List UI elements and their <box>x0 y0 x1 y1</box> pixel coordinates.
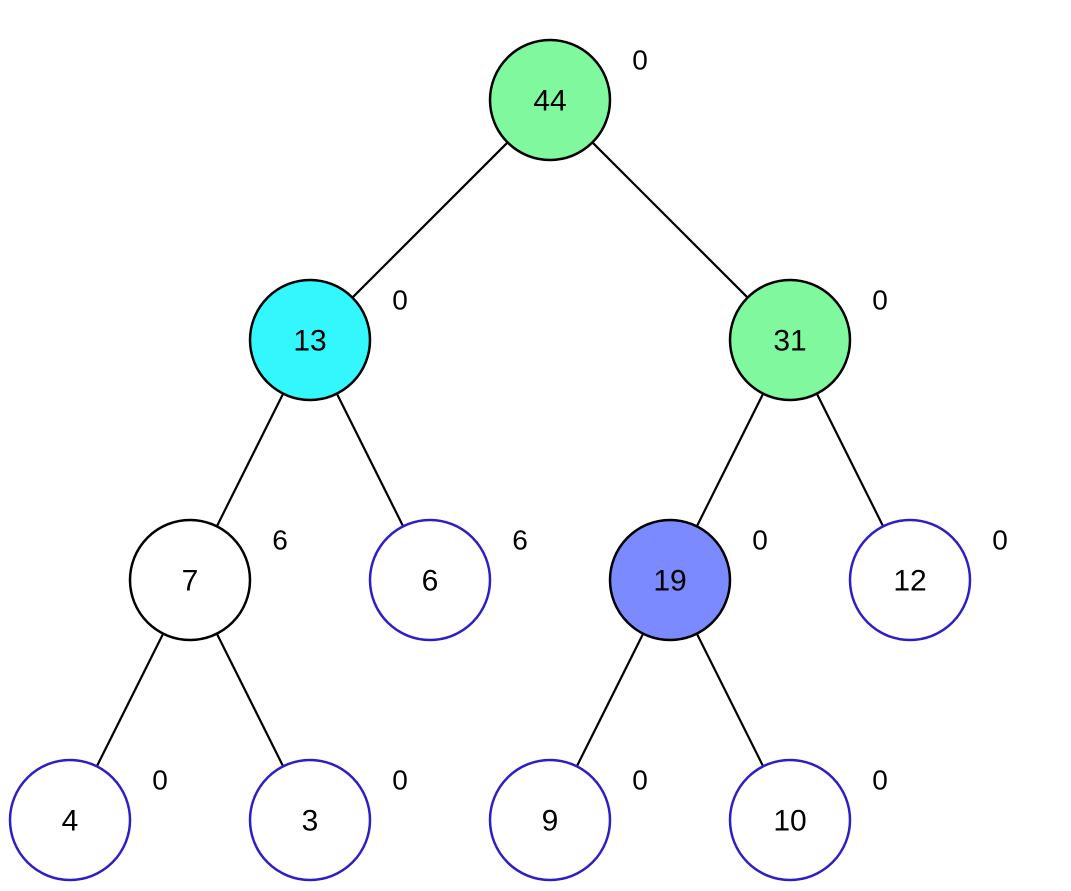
tree-node: 40 <box>8 758 168 882</box>
node-circle <box>608 518 732 642</box>
node-lazy-tag: 0 <box>752 525 768 556</box>
tree-node: 30 <box>248 758 408 882</box>
node-value: 3 <box>302 805 319 838</box>
node-lazy-tag: 0 <box>992 525 1008 556</box>
node-value: 6 <box>422 565 439 598</box>
tree-edge <box>351 141 509 299</box>
node-value: 31 <box>773 325 806 358</box>
node-circle <box>248 758 372 882</box>
node-lazy-tag: 0 <box>152 765 168 796</box>
node-value: 12 <box>893 565 926 598</box>
tree-node: 13 0 <box>248 278 408 402</box>
node-lazy-tag: 6 <box>512 525 528 556</box>
node-circle <box>128 518 252 642</box>
tree-node: 31 0 <box>728 278 888 402</box>
node-value: 9 <box>542 805 559 838</box>
node-value: 4 <box>62 805 79 838</box>
node-circle <box>728 758 852 882</box>
node-lazy-tag: 0 <box>632 765 648 796</box>
tree-node: 19 0 <box>608 518 768 642</box>
node-circle <box>848 518 972 642</box>
node-circle <box>728 278 852 402</box>
node-lazy-tag: 0 <box>872 285 888 316</box>
node-lazy-tag: 0 <box>392 765 408 796</box>
tree-edge <box>335 393 405 527</box>
node-value: 13 <box>293 325 326 358</box>
node-circle <box>8 758 132 882</box>
node-value: 7 <box>182 565 199 598</box>
tree-edge <box>815 393 885 527</box>
tree-node: 76 <box>128 518 288 642</box>
tree-node: 44 0 <box>488 38 648 162</box>
tree-node: 10 0 <box>728 758 888 882</box>
node-value: 44 <box>533 85 566 118</box>
tree-edges <box>95 141 885 767</box>
node-lazy-tag: 0 <box>632 45 648 76</box>
node-lazy-tag: 6 <box>272 525 288 556</box>
node-circle <box>488 38 612 162</box>
tree-edge <box>575 633 645 767</box>
node-circle <box>488 758 612 882</box>
tree-edge <box>215 633 285 767</box>
tree-node: 90 <box>488 758 648 882</box>
node-lazy-tag: 0 <box>872 765 888 796</box>
tree-node: 12 0 <box>848 518 1008 642</box>
tree-edge <box>695 393 765 527</box>
tree-node: 66 <box>368 518 528 642</box>
node-circle <box>368 518 492 642</box>
tree-edge <box>95 633 165 767</box>
node-lazy-tag: 0 <box>392 285 408 316</box>
node-circle <box>248 278 372 402</box>
tree-edge <box>215 393 285 527</box>
node-value: 10 <box>773 805 806 838</box>
node-value: 19 <box>653 565 686 598</box>
tree-edge <box>591 141 749 299</box>
tree-edge <box>695 633 765 767</box>
